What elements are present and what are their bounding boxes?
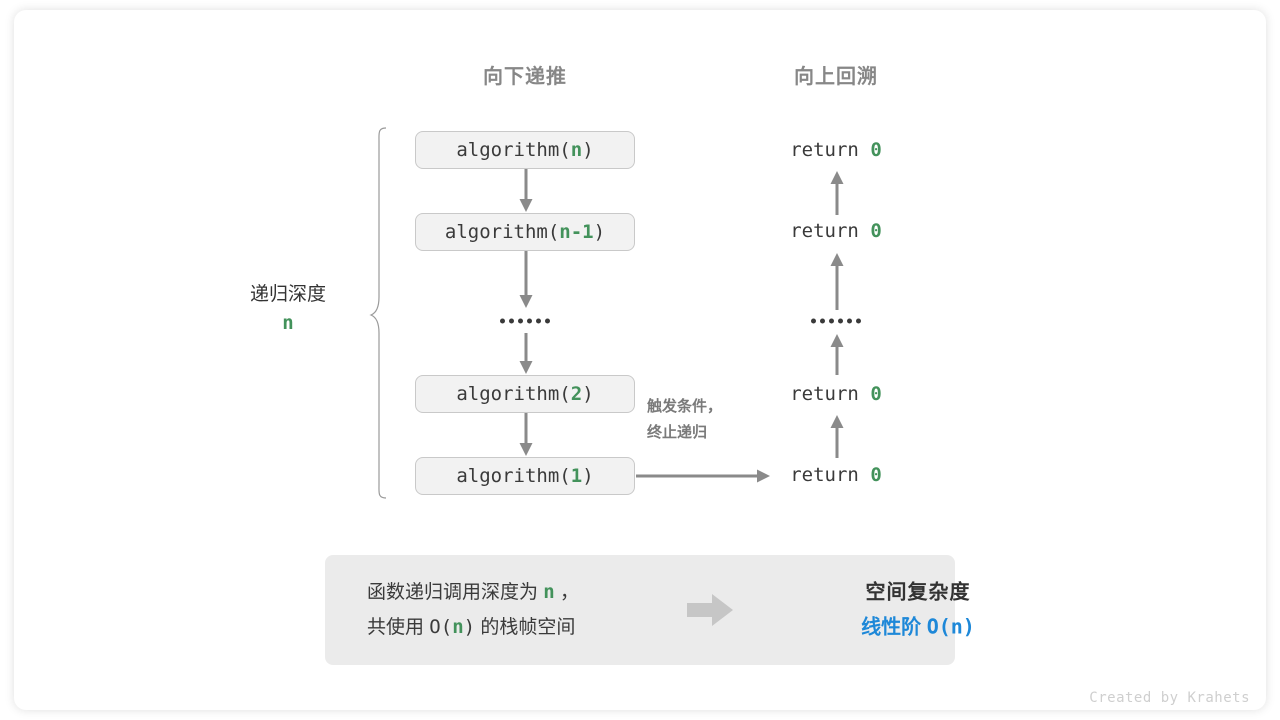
- call-box-close-0: ): [582, 139, 594, 161]
- column-header-backtrack-up: 向上回溯: [794, 66, 878, 88]
- recursion-depth-brace: [369, 127, 387, 499]
- up-arrow-3: [830, 415, 844, 458]
- down-arrow-1: [519, 251, 533, 308]
- watermark-credit: Created by Krahets: [1089, 690, 1250, 706]
- space-complexity-value: 线性阶 O(n): [838, 610, 998, 645]
- up-arrow-1: [830, 253, 844, 310]
- call-box-2[interactable]: algorithm(2): [415, 375, 635, 413]
- return-statement-0: return 0: [790, 139, 882, 161]
- trigger-note-line2: 终止递归: [647, 424, 708, 441]
- return-value-3: 0: [870, 464, 882, 486]
- call-box-close-2: ): [582, 383, 594, 405]
- complexity-expression: O(n): [926, 614, 975, 639]
- trigger-condition-note: 触发条件， 终止递归: [647, 394, 722, 446]
- call-box-1[interactable]: algorithm(n-1): [415, 213, 635, 251]
- summary-panel: 函数递归调用深度为 n ， 共使用 O(n) 的栈帧空间 空间复杂度 线性阶 O…: [325, 555, 975, 665]
- recursion-depth-text: 递归深度: [249, 284, 327, 305]
- down-arrow-0: [519, 169, 533, 212]
- call-box-arg-2: 2: [570, 383, 583, 405]
- return-stack-ellipsis: [811, 318, 861, 324]
- call-box-fn-1: algorithm(: [444, 221, 560, 243]
- return-value-0: 0: [870, 139, 882, 161]
- up-arrow-2: [830, 334, 844, 375]
- call-box-fn-0: algorithm(: [456, 139, 571, 161]
- call-box-fn-3: algorithm(: [456, 465, 571, 487]
- summary-line2-close: ): [463, 616, 476, 638]
- trigger-note-line1: 触发条件，: [647, 398, 723, 415]
- summary-line2-o: O(: [429, 616, 453, 638]
- call-box-3[interactable]: algorithm(1): [415, 457, 635, 495]
- summary-line1-text: 函数递归调用深度为: [367, 582, 539, 603]
- call-stack-ellipsis: [500, 318, 550, 324]
- return-value-2: 0: [870, 383, 882, 405]
- return-keyword-3: return: [790, 464, 859, 486]
- call-box-0[interactable]: algorithm(n): [415, 131, 635, 169]
- summary-line2-n: n: [452, 616, 464, 638]
- summary-line1-comma: ，: [560, 582, 580, 603]
- down-arrow-3: [519, 413, 533, 456]
- right-block-arrow-icon: [687, 594, 733, 626]
- summary-line2-tail: 的栈帧空间: [480, 617, 576, 638]
- up-arrow-0: [830, 171, 844, 215]
- call-box-arg-1: n-1: [559, 221, 594, 243]
- return-statement-1: return 0: [790, 220, 882, 242]
- recursion-depth-label: 递归深度 n: [250, 281, 326, 337]
- summary-line2-text: 共使用: [367, 617, 425, 638]
- summary-line1-n: n: [543, 581, 555, 603]
- call-box-close-3: ): [582, 465, 594, 487]
- return-keyword-0: return: [790, 139, 859, 161]
- call-box-close-1: ): [593, 221, 606, 243]
- summary-explanation: 函数递归调用深度为 n ， 共使用 O(n) 的栈帧空间: [367, 575, 579, 645]
- base-case-arrow: [636, 469, 770, 483]
- return-statement-2: return 0: [790, 383, 882, 405]
- return-keyword-1: return: [790, 220, 859, 242]
- down-arrow-2: [519, 333, 533, 374]
- space-complexity-title: 空间复杂度: [865, 581, 971, 604]
- return-value-1: 0: [870, 220, 882, 242]
- summary-conclusion: 空间复杂度 线性阶 O(n): [838, 576, 998, 645]
- call-box-arg-3: 1: [570, 465, 583, 487]
- recursion-depth-value: n: [282, 312, 294, 334]
- return-keyword-2: return: [790, 383, 859, 405]
- return-statement-3: return 0: [790, 464, 882, 486]
- complexity-order-label: 线性阶: [861, 616, 922, 639]
- call-box-fn-2: algorithm(: [456, 383, 571, 405]
- call-box-arg-0: n: [570, 139, 583, 161]
- column-header-recurse-down: 向下递推: [483, 66, 567, 88]
